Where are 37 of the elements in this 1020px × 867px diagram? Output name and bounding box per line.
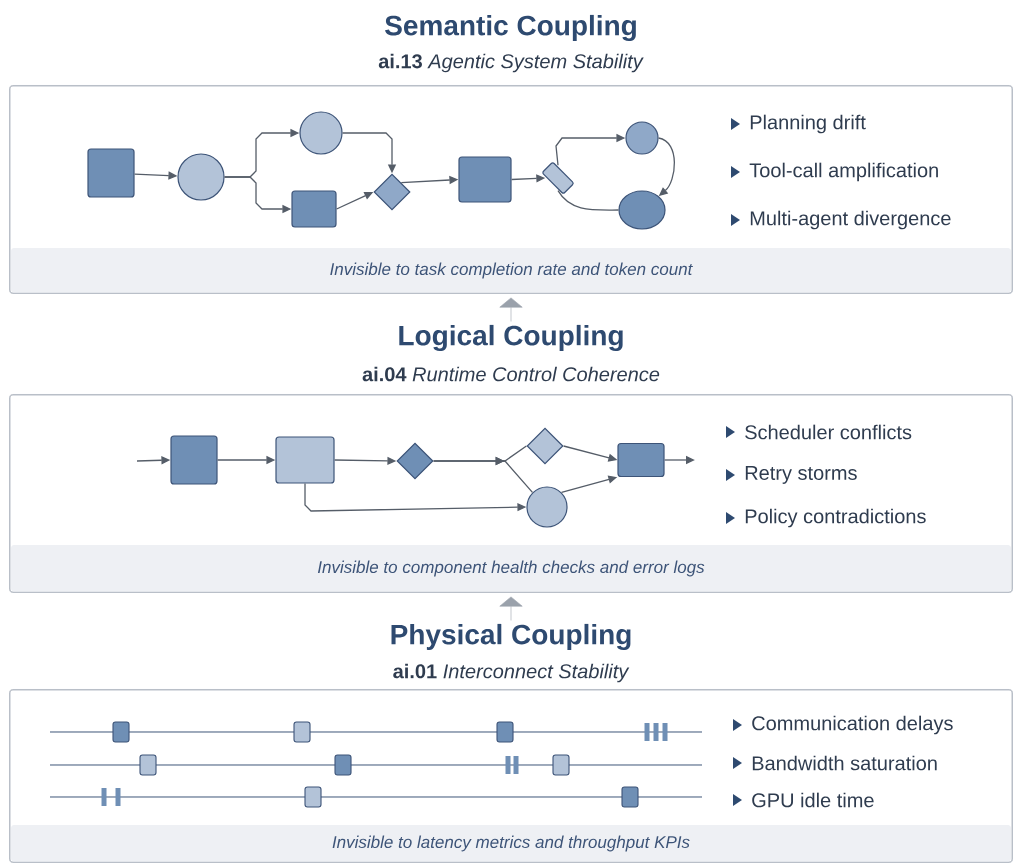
process-circle xyxy=(526,486,568,528)
footer-band: Invisible to task completion rate and token count xyxy=(11,248,1011,293)
heading: Logical Coupling xyxy=(399,324,623,352)
bullet-item: Bandwidth saturation xyxy=(733,755,937,771)
heading: Semantic Coupling xyxy=(385,14,636,42)
process-box xyxy=(458,156,512,203)
bullet-item: Communication delays xyxy=(733,715,953,735)
process-box xyxy=(275,436,335,484)
bullet-item: Planning drift xyxy=(731,114,866,134)
heading: Physical Coupling xyxy=(391,623,631,651)
subtitle: ai.01 Interconnect Stability xyxy=(393,663,630,683)
footer-band: Invisible to component health checks and error logs xyxy=(11,545,1011,592)
chevron xyxy=(499,297,523,322)
decision-diamond xyxy=(526,427,564,465)
bullet-item: Retry storms xyxy=(726,466,857,484)
connector-line xyxy=(557,190,620,211)
bullet-item: Policy contradictions xyxy=(726,508,926,528)
bullet-item: Tool-call amplification xyxy=(731,162,938,182)
process-ellipse xyxy=(618,190,666,230)
subtitle: ai.13 Agentic System Stability xyxy=(378,53,644,73)
process-box xyxy=(170,435,218,485)
decision-diamond xyxy=(373,173,411,211)
subtitle: ai.04 Runtime Control Coherence xyxy=(362,366,660,382)
process-box xyxy=(291,190,337,228)
tilted-box xyxy=(542,162,574,194)
chevron xyxy=(499,596,523,621)
process-box xyxy=(87,148,135,198)
process-circle xyxy=(177,153,225,201)
bullet-item: GPU idle time xyxy=(733,792,874,808)
decision-diamond xyxy=(396,442,434,480)
process-circle xyxy=(299,111,343,155)
process-circle xyxy=(625,121,659,155)
arrow xyxy=(432,456,534,494)
footer-band: Invisible to latency metrics and throughput KPIs xyxy=(11,825,1011,862)
bullet-item: Multi-agent divergence xyxy=(731,210,951,230)
bullet-item: Scheduler conflicts xyxy=(726,424,912,440)
process-box xyxy=(617,442,665,478)
